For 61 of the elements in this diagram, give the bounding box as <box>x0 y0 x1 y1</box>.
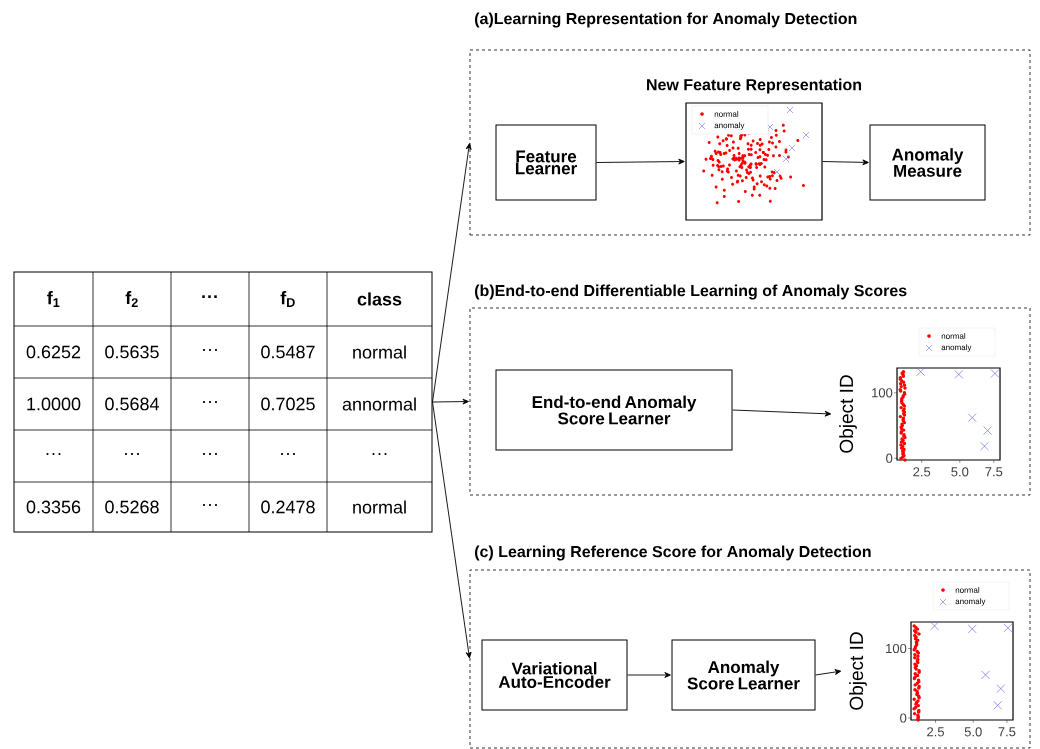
tick-label: 7.5 <box>985 467 1003 477</box>
data-table <box>13 271 433 533</box>
table-cell: 0.6252 <box>26 345 81 359</box>
arrow <box>627 672 671 678</box>
table-cell: ··· <box>203 401 217 403</box>
table-cell: ··· <box>203 453 217 455</box>
axis-label: Object ID <box>849 632 867 710</box>
plot-title: New Feature Representation <box>647 78 861 94</box>
tick-label: 5.0 <box>964 727 982 737</box>
process-box: Variational Auto-Encoder <box>481 639 628 711</box>
tick-label: 2.5 <box>927 727 944 737</box>
table-cell: normal <box>353 345 406 359</box>
process-box: End-to-end Anomaly Score Learner <box>495 369 733 451</box>
table-cell: ··· <box>203 349 217 351</box>
tick-label: 100 <box>886 643 907 654</box>
arrow <box>732 409 832 417</box>
table-header-cell: class <box>357 292 402 306</box>
process-box: Feature Learner <box>495 124 597 201</box>
legend-entry: anomaly <box>939 598 986 606</box>
table-cell: ··· <box>46 453 61 455</box>
legend-entry: normal <box>927 333 966 339</box>
arrow <box>432 143 472 403</box>
legend-entry: normal <box>941 587 980 593</box>
tick-label: 2.5 <box>913 467 931 477</box>
table-cell: normal <box>353 500 406 514</box>
table-cell: 0.2478 <box>261 500 315 514</box>
tick-label: 7.5 <box>998 727 1016 737</box>
tick-label: 100 <box>872 388 893 398</box>
table-header-cell: f$_{2}$ <box>125 291 138 307</box>
table-cell: annormal <box>342 397 416 411</box>
tick-label: 0 <box>886 453 893 463</box>
process-box: Anomaly Measure <box>869 124 986 201</box>
legend-entry: anomaly <box>698 122 745 130</box>
table-cell: ··· <box>372 453 387 455</box>
table-cell: 0.5635 <box>105 345 159 359</box>
table-header-cell: ··· <box>202 295 217 298</box>
table-cell: ··· <box>203 504 217 506</box>
panel-heading: (c) Learning Reference Score for Anomaly Detection <box>475 545 871 561</box>
table-cell: 0.5684 <box>105 397 159 411</box>
table-cell: 0.3356 <box>26 500 81 514</box>
panel-heading: (a)Learning Representation for Anomaly Detection <box>475 12 857 28</box>
arrow <box>432 398 469 405</box>
arrow <box>596 158 685 165</box>
table-header-cell: f$_{1}$ <box>47 291 60 307</box>
table-cell: 1.0000 <box>27 397 81 411</box>
arrow <box>822 159 869 166</box>
table-cell: ··· <box>281 453 295 455</box>
table-cell: 0.5268 <box>105 500 159 514</box>
tick-label: 0 <box>900 713 907 723</box>
process-box: Anomaly Score Learner <box>671 639 816 711</box>
legend-entry: normal <box>700 111 739 117</box>
table-cell: 0.5487 <box>261 345 315 359</box>
axis-label: Object ID <box>839 375 857 453</box>
table-header-cell: f$_{D}$ <box>280 291 295 307</box>
arrow <box>432 401 472 659</box>
table-cell: ··· <box>125 453 139 455</box>
panel-heading: (b)End-to-end Differentiable Learning of Anomaly Scores <box>475 284 907 300</box>
tick-label: 5.0 <box>951 467 969 477</box>
legend-entry: anomaly <box>925 344 972 352</box>
arrow <box>815 669 842 676</box>
table-cell: 0.7025 <box>261 397 315 411</box>
